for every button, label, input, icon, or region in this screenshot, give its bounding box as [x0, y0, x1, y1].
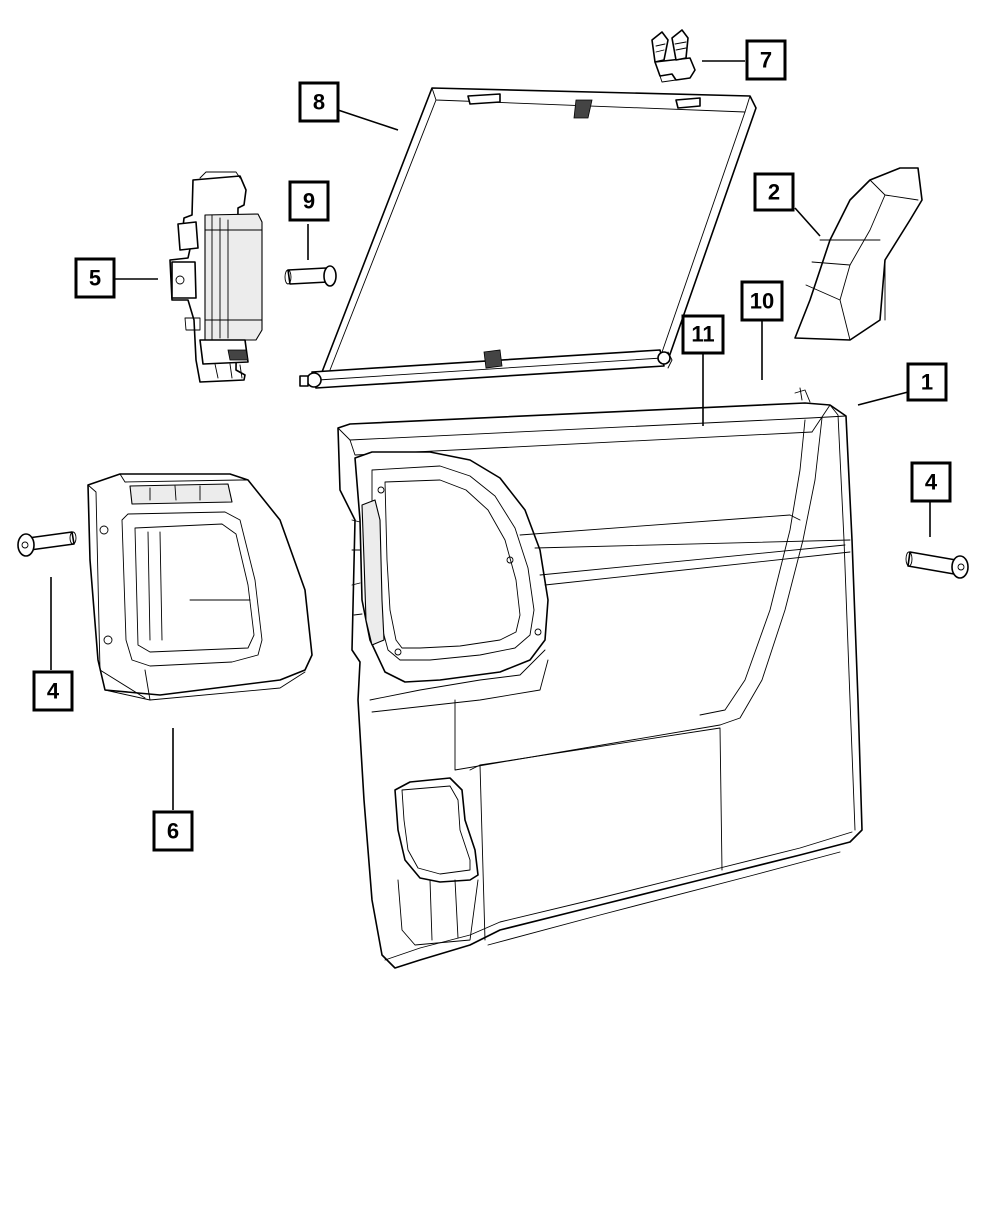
callout-8-label: 8 — [313, 90, 325, 115]
callout-4-right-label: 4 — [925, 470, 938, 495]
callout-10: 10 — [740, 280, 784, 322]
screw-right — [905, 551, 969, 579]
upper-corner-trim — [794, 167, 923, 341]
window-sunshade — [299, 87, 757, 389]
latch-handle-assembly — [169, 171, 263, 383]
callout-6: 6 — [152, 810, 194, 852]
callout-7: 7 — [745, 39, 787, 81]
screw-left — [17, 531, 77, 557]
callout-4-right: 4 — [910, 461, 952, 503]
callout-9: 9 — [288, 180, 330, 222]
leader-lines — [50, 60, 931, 810]
callout-5-label: 5 — [89, 266, 101, 291]
callout-4-left: 4 — [32, 670, 74, 712]
retainer-clip — [651, 29, 696, 83]
callout-7-label: 7 — [760, 48, 772, 73]
callout-2-label: 2 — [768, 180, 780, 205]
callout-1-label: 1 — [921, 370, 933, 395]
handle-bezel — [87, 473, 313, 701]
push-pin-fastener — [284, 265, 337, 287]
callout-9-label: 9 — [303, 189, 315, 214]
callout-8: 8 — [298, 81, 340, 123]
door-trim-panel — [337, 387, 863, 969]
callout-4-left-label: 4 — [47, 679, 60, 704]
callout-1: 1 — [906, 362, 948, 402]
callout-5: 5 — [74, 257, 116, 299]
callout-11-label: 11 — [691, 322, 714, 347]
callout-2: 2 — [753, 172, 795, 212]
callout-11: 11 — [681, 314, 725, 355]
callout-6-label: 6 — [167, 819, 179, 844]
callout-10-label: 10 — [750, 289, 774, 314]
